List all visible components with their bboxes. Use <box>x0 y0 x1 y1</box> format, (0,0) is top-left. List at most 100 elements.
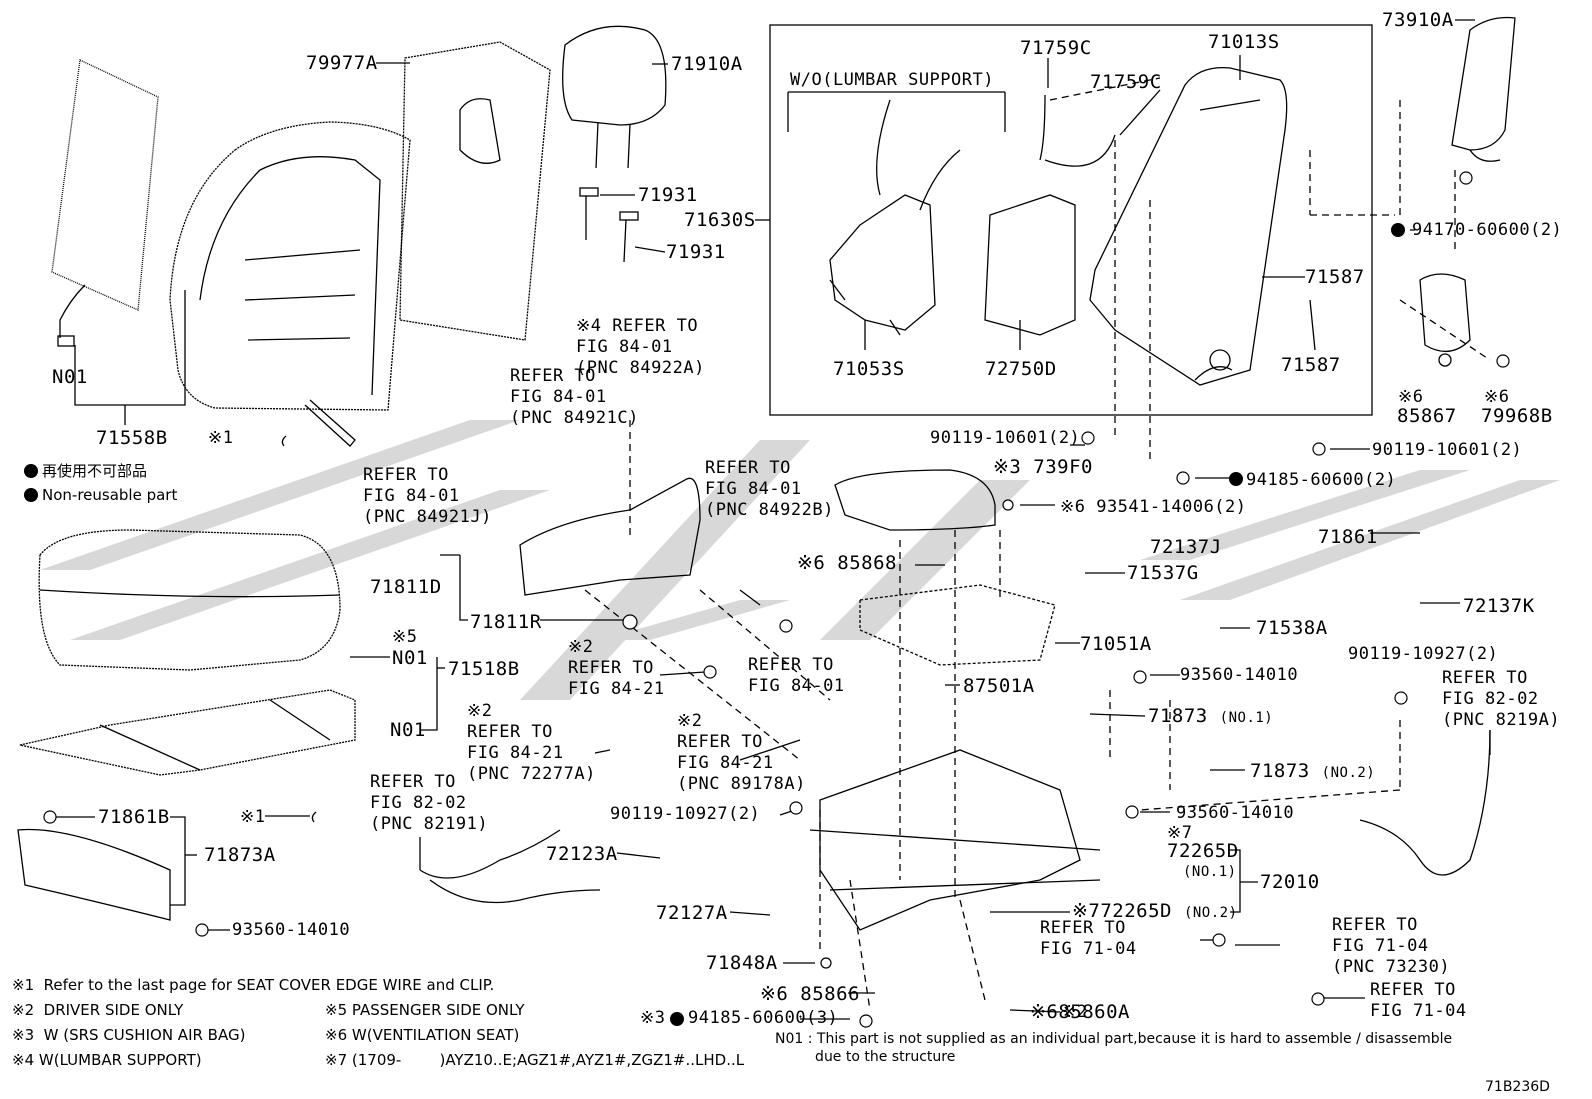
part-79977A[interactable]: 79977A <box>306 52 378 74</box>
part-94170-60600[interactable]: 94170-60600(2) <box>1412 220 1563 240</box>
mark-5: ※5 <box>392 627 418 647</box>
legend-en-text: Non-reusable part <box>42 486 178 504</box>
non-reusable-markers <box>670 223 1405 1026</box>
part-73910A[interactable]: 73910A <box>1382 9 1454 31</box>
footnote-1: ※1 Refer to the last page for SEAT COVER… <box>12 976 495 994</box>
note-N01-cushion: N01 <box>392 647 428 669</box>
recliner-cover-drawing <box>1419 273 1471 367</box>
cushion-pad-drawing <box>19 689 356 776</box>
part-71873-no2-number: 71873 <box>1250 760 1310 782</box>
part-71861[interactable]: 71861 <box>1318 526 1378 548</box>
seatback-board-drawing <box>399 41 551 341</box>
part-79968B[interactable]: 79968B <box>1481 405 1553 427</box>
refer-fig-84-21-a[interactable]: ※2 REFER TO FIG 84-21 <box>568 637 665 699</box>
part-90119-10927-a[interactable]: 90119-10927(2) <box>610 804 761 824</box>
part-71931-upper[interactable]: 71931 <box>638 184 698 206</box>
part-71873A[interactable]: 71873A <box>204 844 276 866</box>
part-72265D-no1-suffix: (NO.1) <box>1183 864 1237 880</box>
refer-fig-71-04-b[interactable]: REFER TO FIG 71-04 <box>1370 980 1467 1021</box>
part-72265D-no1[interactable]: 72265D <box>1167 840 1239 862</box>
part-93560-14010-b[interactable]: 93560-14010 <box>1176 803 1295 823</box>
part-94185-60600-a[interactable]: 94185-60600(2) <box>1246 470 1397 490</box>
side-airbag-drawing <box>1451 16 1516 162</box>
part-72123A[interactable]: 72123A <box>546 843 618 865</box>
part-90119-10601-a[interactable]: 90119-10601(2) <box>930 428 1081 448</box>
mark-1-lower: ※1 <box>240 807 266 827</box>
part-71587-a[interactable]: 71587 <box>1305 266 1365 288</box>
dashed-leaders <box>584 77 1491 1011</box>
front-shield-drawing <box>17 828 171 921</box>
seatback-pad-drawing <box>51 59 159 347</box>
refer-73230[interactable]: REFER TO FIG 71-04 (PNC 73230) <box>1332 915 1451 977</box>
note-N01-backpad: N01 <box>52 366 88 388</box>
part-71861B[interactable]: 71861B <box>98 806 170 828</box>
cushion-cover-drawing <box>38 529 341 671</box>
seat-heater-drawing <box>859 584 1056 666</box>
refer-89178A[interactable]: ※2 REFER TO FIG 84-21 (PNC 89178A) <box>677 711 806 794</box>
refer-84921J[interactable]: REFER TO FIG 84-01 (PNC 84921J) <box>363 465 492 527</box>
part-71811R[interactable]: 71811R <box>470 611 542 633</box>
part-72137J[interactable]: 72137J <box>1150 536 1222 558</box>
refer-82191[interactable]: REFER TO FIG 82-02 (PNC 82191) <box>370 772 489 834</box>
part-71630S[interactable]: 71630S <box>684 209 756 231</box>
mark-1-upper: ※1 <box>208 428 234 448</box>
part-71013S[interactable]: 71013S <box>1208 31 1280 53</box>
part-85866[interactable]: ※6 85866 <box>760 983 860 1005</box>
part-71873-no1-suffix: (NO.1) <box>1219 710 1274 726</box>
part-72127A[interactable]: 72127A <box>656 902 728 924</box>
cushion-airbag-drawing <box>834 469 996 531</box>
part-71873-no2-suffix: (NO.2) <box>1321 765 1376 781</box>
refer-84921C[interactable]: REFER TO FIG 84-01 (PNC 84921C) <box>510 366 639 428</box>
part-71873-no1[interactable]: 71873 (NO.1) <box>1148 706 1273 728</box>
part-71053S[interactable]: 71053S <box>833 358 905 380</box>
refer-84922B[interactable]: REFER TO FIG 84-01 (PNC 84922B) <box>705 458 834 520</box>
part-71848A[interactable]: 71848A <box>706 952 778 974</box>
part-93560-14010-a[interactable]: 93560-14010 <box>1180 665 1299 685</box>
part-71811D[interactable]: 71811D <box>370 576 442 598</box>
refer-fig-71-04-a[interactable]: REFER TO FIG 71-04 <box>1040 918 1137 959</box>
part-71759C-b[interactable]: 71759C <box>1090 71 1162 93</box>
part-93560-14010-c[interactable]: 93560-14010 <box>232 920 351 940</box>
mark-6-79968B: ※6 <box>1484 387 1510 407</box>
refer-8219A[interactable]: REFER TO FIG 82-02 (PNC 8219A) <box>1442 668 1561 730</box>
refer-72277A[interactable]: ※2 REFER TO FIG 84-21 (PNC 72277A) <box>467 701 596 784</box>
legend-jp-text: 再使用不可部品 <box>42 462 148 480</box>
fasteners <box>43 171 1510 1028</box>
part-71051A[interactable]: 71051A <box>1080 633 1152 655</box>
part-71759C-a[interactable]: 71759C <box>1020 37 1092 59</box>
clip-glyphs <box>281 435 317 823</box>
part-71558B[interactable]: 71558B <box>96 427 168 449</box>
part-71518B[interactable]: 71518B <box>448 658 520 680</box>
part-71873-no2[interactable]: 71873 (NO.2) <box>1250 761 1375 783</box>
non-reusable-dot-icon <box>24 464 38 478</box>
part-90119-10601-b[interactable]: 90119-10601(2) <box>1372 440 1523 460</box>
footnote-7: ※7 (1709- )AYZ10..E;AGZ1#,AYZ1#,ZGZ1#..L… <box>325 1051 745 1069</box>
footnote-4: ※4 W(LUMBAR SUPPORT) <box>12 1051 202 1069</box>
lumbar-assembly-drawing <box>829 99 961 336</box>
part-739F0[interactable]: ※3 739F0 <box>993 456 1093 478</box>
part-93541-14006[interactable]: ※6 93541-14006(2) <box>1060 497 1247 517</box>
wire-harness-drawing <box>419 829 601 904</box>
part-71910A[interactable]: 71910A <box>671 53 743 75</box>
footnote-6: ※6 W(VENTILATION SEAT) <box>325 1026 520 1044</box>
part-85868[interactable]: ※6 85868 <box>797 552 897 574</box>
part-72265D-no2[interactable]: ※772265D (NO.2) <box>1072 901 1238 923</box>
part-85860A[interactable]: ※685860A <box>1030 1001 1130 1023</box>
part-90119-10927-b[interactable]: 90119-10927(2) <box>1348 644 1499 664</box>
mark-7: ※7 <box>1167 823 1193 843</box>
refer-fig-84-01[interactable]: REFER TO FIG 84-01 <box>748 655 845 696</box>
part-71931-lower[interactable]: 71931 <box>666 241 726 263</box>
mark-3-bottom: ※3 <box>640 1008 666 1028</box>
part-94185-60600-b[interactable]: 94185-60600(3) <box>688 1008 839 1028</box>
part-71538A[interactable]: 71538A <box>1256 617 1328 639</box>
refer-84922A[interactable]: ※4 REFER TO FIG 84-01 (PNC 84922A) <box>576 316 705 378</box>
part-72137K[interactable]: 72137K <box>1463 595 1535 617</box>
part-72010[interactable]: 72010 <box>1260 871 1320 893</box>
part-71587-b[interactable]: 71587 <box>1281 354 1341 376</box>
part-87501A[interactable]: 87501A <box>963 675 1035 697</box>
part-71537G[interactable]: 71537G <box>1127 562 1199 584</box>
part-85867[interactable]: 85867 <box>1397 405 1457 427</box>
part-72265D-no2-suffix: (NO.2) <box>1183 905 1238 921</box>
part-72750D[interactable]: 72750D <box>985 358 1057 380</box>
lumbar-motor-drawing <box>984 94 1116 336</box>
